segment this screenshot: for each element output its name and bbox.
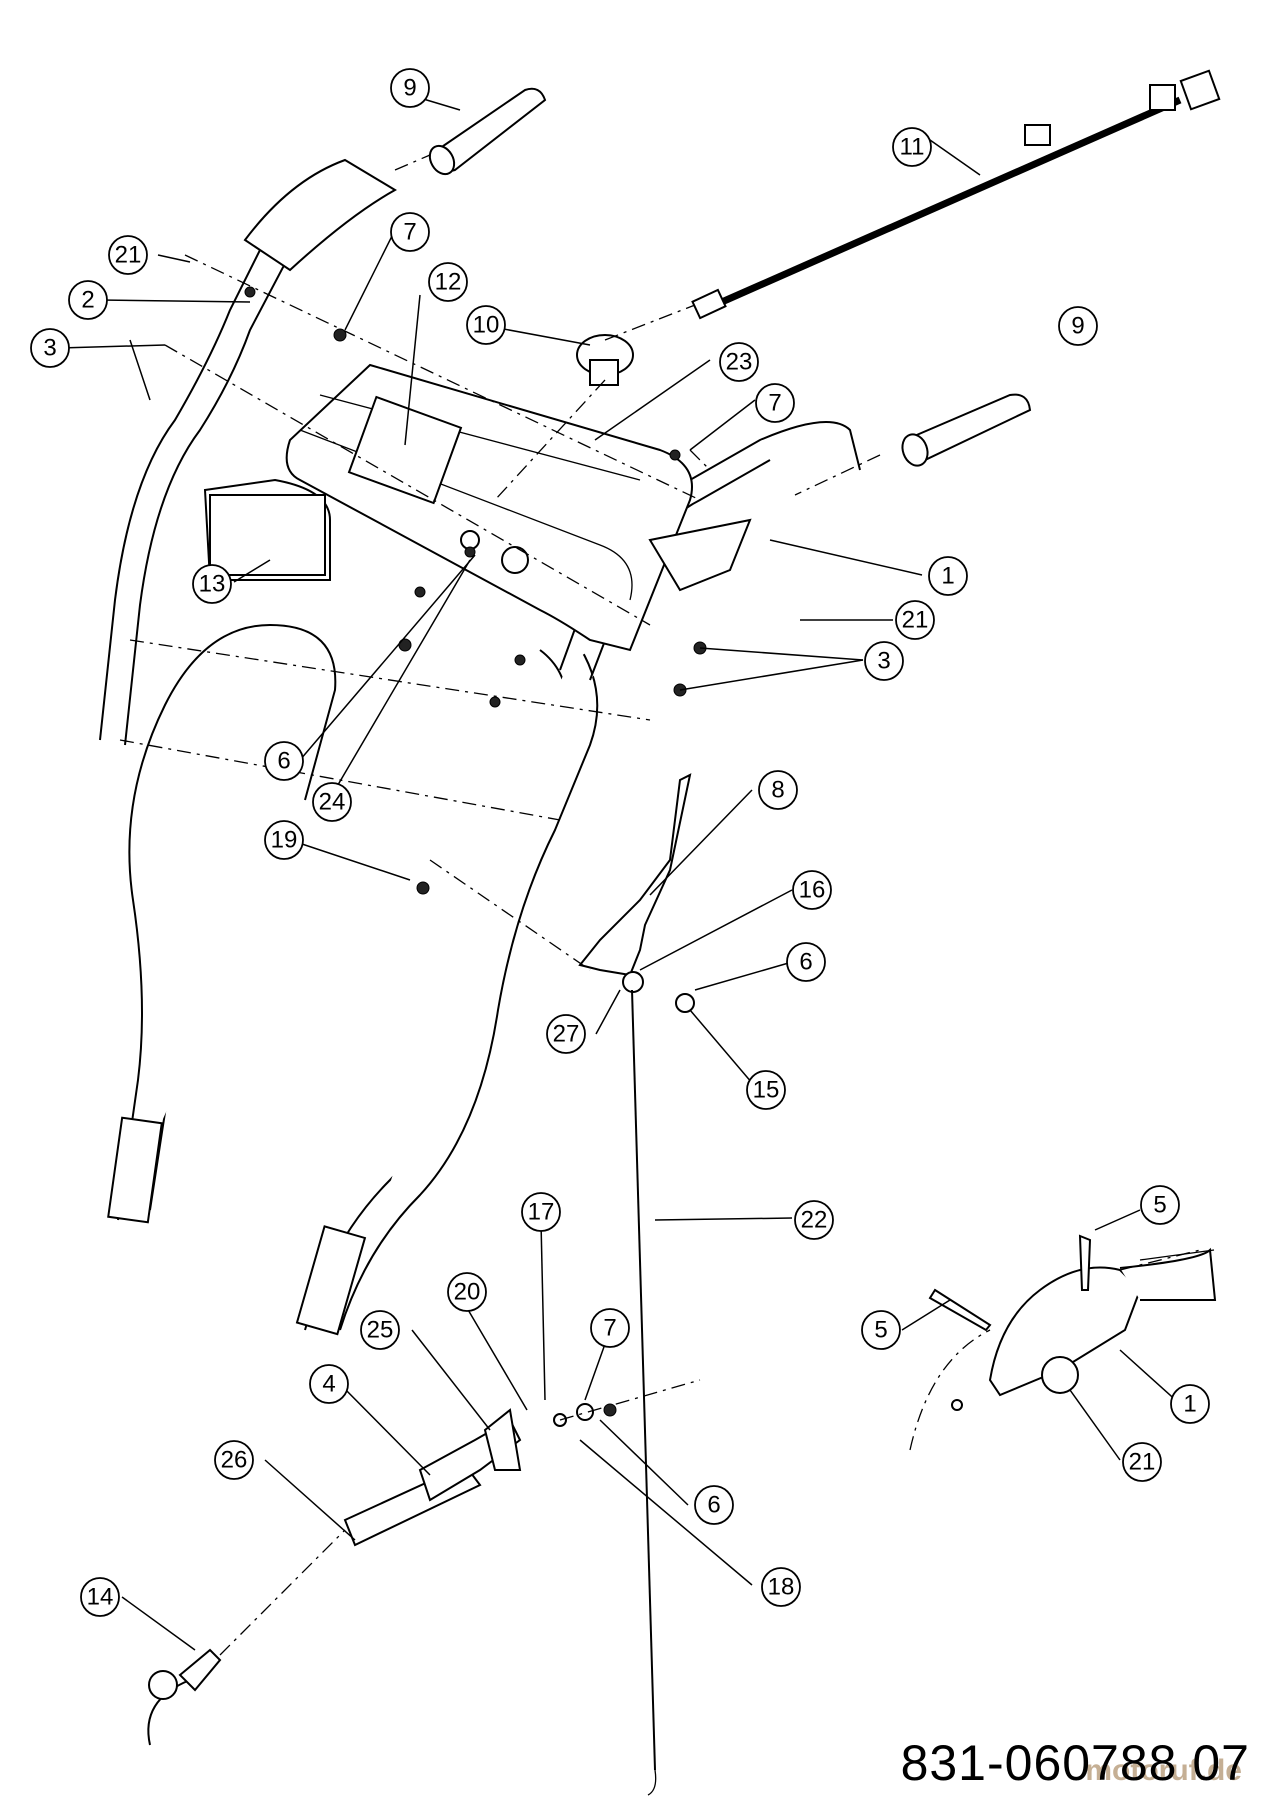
callout-5-top: 5 <box>1140 1185 1180 1225</box>
callout-21-detail: 21 <box>1122 1442 1162 1482</box>
fasteners <box>244 286 707 1417</box>
svg-text:9: 9 <box>403 75 416 102</box>
lamp-13 <box>203 478 331 581</box>
svg-text:26: 26 <box>221 1447 248 1474</box>
svg-text:18: 18 <box>768 1574 795 1601</box>
callout-12: 12 <box>428 262 468 302</box>
svg-text:1: 1 <box>1183 1391 1196 1418</box>
callout-7-mid: 7 <box>755 383 795 423</box>
drawing-code: 831-060788 07 <box>900 1735 1250 1791</box>
knob-10 <box>576 334 634 386</box>
watermark: motoruf.de <box>1085 1754 1242 1787</box>
callout-19: 19 <box>264 820 304 860</box>
callout-14: 14 <box>80 1577 120 1617</box>
svg-text:23: 23 <box>726 349 753 376</box>
svg-text:19: 19 <box>271 827 298 854</box>
callout-10: 10 <box>466 305 506 345</box>
svg-text:4: 4 <box>322 1371 335 1398</box>
callout-4: 4 <box>309 1364 349 1404</box>
callout-6-low: 6 <box>694 1485 734 1525</box>
callout-3-right: 3 <box>864 641 904 681</box>
callout-16: 16 <box>792 870 832 910</box>
callout-1-detail: 1 <box>1170 1384 1210 1424</box>
grip-9-left <box>428 87 547 176</box>
svg-text:5: 5 <box>874 1317 887 1344</box>
svg-text:6: 6 <box>799 949 812 976</box>
svg-text:13: 13 <box>199 571 226 598</box>
svg-text:9: 9 <box>1071 313 1084 340</box>
callout-20: 20 <box>447 1272 487 1312</box>
svg-text:7: 7 <box>603 1315 616 1342</box>
svg-text:2: 2 <box>81 287 94 314</box>
svg-text:7: 7 <box>768 390 781 417</box>
svg-text:22: 22 <box>801 1207 828 1234</box>
svg-text:8: 8 <box>771 777 784 804</box>
callout-9-right: 9 <box>1058 306 1098 346</box>
callout-8: 8 <box>758 770 798 810</box>
svg-text:1: 1 <box>941 563 954 590</box>
svg-text:16: 16 <box>799 877 826 904</box>
callout-25: 25 <box>360 1310 400 1350</box>
svg-text:11: 11 <box>900 134 925 161</box>
callout-11: 11 <box>892 127 932 167</box>
svg-text:3: 3 <box>877 648 890 675</box>
svg-text:6: 6 <box>277 748 290 775</box>
detail-view <box>909 1234 1217 1451</box>
svg-text:21: 21 <box>115 242 142 269</box>
callout-23: 23 <box>719 342 759 382</box>
svg-text:15: 15 <box>753 1077 780 1104</box>
callout-22: 22 <box>794 1200 834 1240</box>
grip-9-right <box>901 393 1032 467</box>
chute-tilt-assembly <box>147 1403 594 1746</box>
svg-text:5: 5 <box>1153 1192 1166 1219</box>
callout-1-top: 1 <box>928 556 968 596</box>
callout-27: 27 <box>546 1014 586 1054</box>
shift-linkage <box>578 773 695 1796</box>
svg-text:10: 10 <box>473 312 500 339</box>
lower-handle-frame <box>107 623 599 1336</box>
svg-text:17: 17 <box>528 1199 555 1226</box>
dash-panel <box>285 363 752 652</box>
callouts: 9 11 21 7 12 2 10 9 3 23 7 13 1 21 3 6 2… <box>30 68 1210 1617</box>
wire-harness-11 <box>691 69 1221 320</box>
callout-15: 15 <box>746 1070 786 1110</box>
callout-21-top: 21 <box>108 235 148 275</box>
callout-24: 24 <box>312 782 352 822</box>
callout-17: 17 <box>521 1192 561 1232</box>
svg-text:24: 24 <box>319 789 346 816</box>
svg-text:12: 12 <box>435 269 462 296</box>
callout-21-mid: 21 <box>895 600 935 640</box>
leader-lines <box>59 94 1181 1651</box>
svg-text:3: 3 <box>43 335 56 362</box>
callout-7-top: 7 <box>390 212 430 252</box>
callout-13: 13 <box>192 564 232 604</box>
svg-text:14: 14 <box>87 1584 114 1611</box>
svg-text:20: 20 <box>454 1279 481 1306</box>
callout-18: 18 <box>761 1567 801 1607</box>
callout-3-left: 3 <box>30 328 70 368</box>
svg-text:21: 21 <box>902 607 929 634</box>
callout-6-left: 6 <box>264 741 304 781</box>
callout-2: 2 <box>68 280 108 320</box>
svg-text:21: 21 <box>1129 1449 1156 1476</box>
callout-6-right: 6 <box>786 942 826 982</box>
svg-text:6: 6 <box>707 1492 720 1519</box>
callout-9-top: 9 <box>390 68 430 108</box>
svg-text:27: 27 <box>553 1021 580 1048</box>
callout-7-low: 7 <box>590 1308 630 1348</box>
svg-text:7: 7 <box>403 219 416 246</box>
callout-5-left: 5 <box>861 1310 901 1350</box>
svg-text:25: 25 <box>367 1317 394 1344</box>
callout-26: 26 <box>214 1440 254 1480</box>
